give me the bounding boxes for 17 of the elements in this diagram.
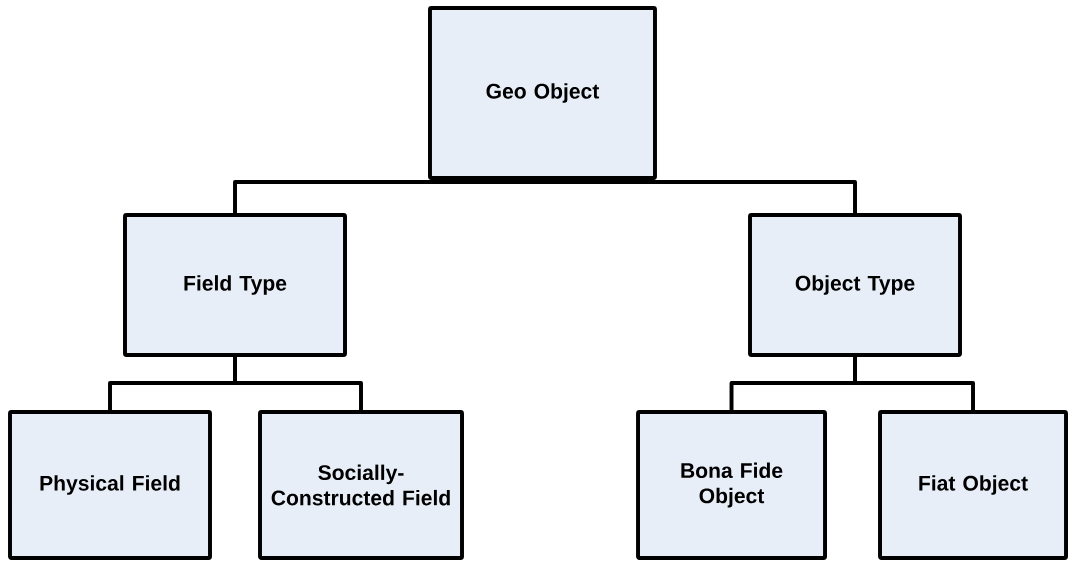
box-label: Object Type [795,275,915,295]
box-label: Fiat Object [919,475,1028,495]
box-label: Socially-Constructed Field [271,464,450,506]
box-label: Field Type [184,275,287,295]
category-box [748,213,962,357]
category-box [123,213,347,357]
box-label: Geo Object [486,83,600,103]
category-box [428,6,657,180]
box-label: Physical Field [40,475,180,495]
category-box [636,410,827,560]
category-box [258,410,464,560]
category-box [8,410,212,560]
box-label: Bona Fide Object [681,462,783,508]
connector-line [233,356,363,411]
connector-line [540,178,857,214]
category-box [878,410,1068,560]
connector-line [853,356,975,411]
